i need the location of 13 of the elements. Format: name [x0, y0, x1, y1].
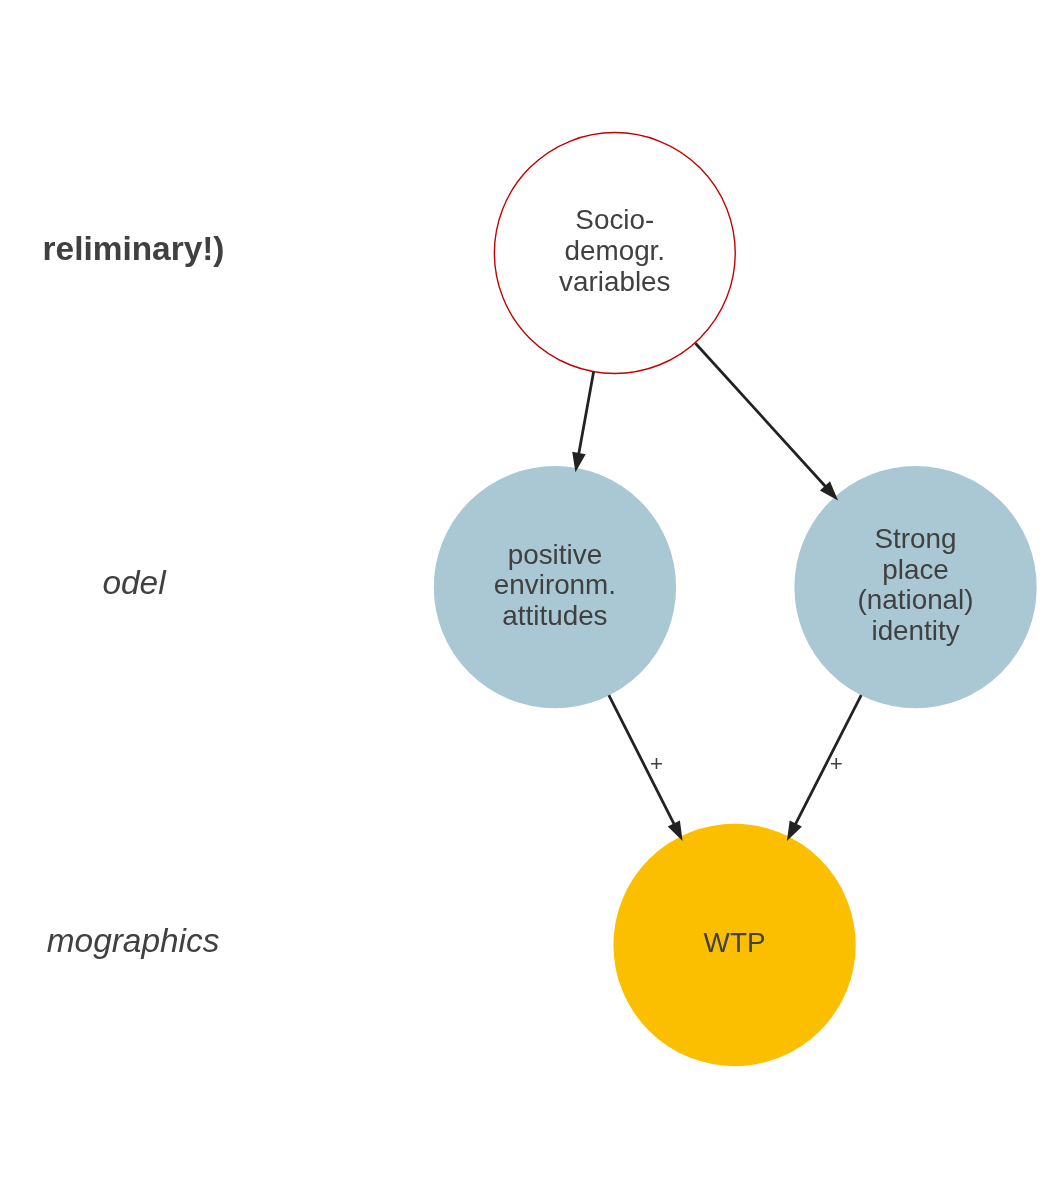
- node-circle: positive environm. attitudes: [433, 466, 677, 709]
- label: odel: [102, 564, 166, 602]
- node-circle: Strong place (national) identity: [794, 466, 1037, 709]
- edge-label: +: [650, 751, 664, 777]
- arrow: [694, 342, 839, 501]
- edge-label: +: [829, 751, 843, 777]
- node-circle: Socio- demogr. variables: [493, 131, 736, 375]
- arrow: [572, 371, 595, 473]
- node-circle: WTP: [613, 823, 856, 1067]
- label: reliminary!): [42, 230, 225, 268]
- arrow: [607, 694, 683, 841]
- arrow: [786, 694, 863, 841]
- label: mographics: [46, 922, 220, 960]
